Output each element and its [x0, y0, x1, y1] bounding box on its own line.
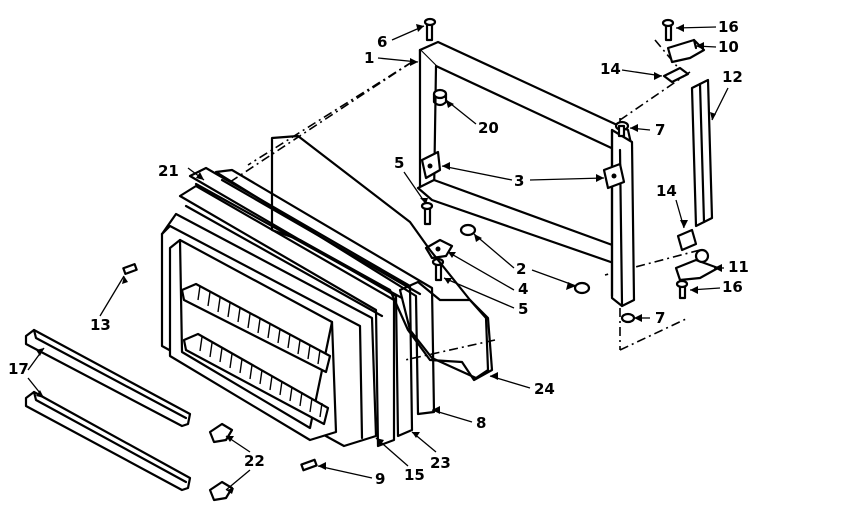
callout-7-top: 7	[655, 121, 665, 139]
callout-4: 4	[518, 280, 528, 298]
door-trim-strips	[24, 328, 192, 492]
end-caps	[208, 422, 234, 502]
callout-14-top: 14	[600, 60, 621, 78]
callout-5-bottom: 5	[518, 300, 528, 318]
callout-12: 12	[722, 68, 743, 86]
callout-2: 2	[516, 260, 526, 278]
callout-11: 11	[728, 258, 749, 276]
callout-6: 6	[377, 33, 387, 51]
shelf-rack-teeth	[197, 285, 323, 418]
inner-door-liner	[160, 212, 378, 448]
callout-10: 10	[718, 38, 739, 56]
callout-22: 22	[244, 452, 265, 470]
callout-16-bottom: 16	[722, 278, 743, 296]
callout-17: 17	[8, 360, 29, 378]
callout-20: 20	[478, 119, 499, 137]
bottom-hinge	[674, 228, 720, 300]
callout-3: 3	[514, 172, 524, 190]
callout-15: 15	[404, 466, 425, 484]
callout-24: 23	[430, 454, 451, 472]
callout-14-bottom: 14	[656, 182, 677, 200]
callout-1: 1	[364, 49, 374, 67]
callout-8: 8	[476, 414, 486, 432]
door-frame	[416, 40, 636, 308]
hinge-rail	[690, 78, 714, 228]
callout-arrowheads	[36, 24, 722, 494]
callout-7-bottom: 7	[655, 309, 665, 327]
callout-9: 9	[375, 470, 385, 488]
door-liner-frames	[178, 166, 436, 448]
callout-16-top: 16	[718, 18, 739, 36]
callout-13: 13	[90, 316, 111, 334]
top-hinge	[661, 18, 706, 84]
callout-23: 21	[158, 162, 179, 180]
callout-21: 24	[534, 380, 555, 398]
callout-labels: 6 1 20 5 3 2 4 5 7 7 16 10 14 12 14 11 1…	[8, 18, 749, 491]
callout-5-top: 5	[394, 154, 404, 172]
